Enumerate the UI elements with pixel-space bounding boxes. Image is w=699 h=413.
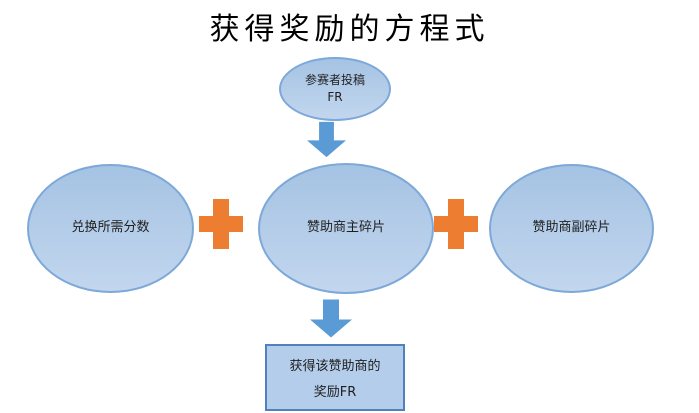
node-sponsor-main-fragment-label: 赞助商主碎片 — [306, 220, 385, 236]
node-sponsor-sub-fragment-label: 赞助商副碎片 — [532, 220, 611, 236]
node-reward-result-label-line1: 获得该赞助商的 — [289, 359, 381, 374]
node-sponsor-main-fragment: 赞助商主碎片 — [258, 163, 434, 294]
node-contestant-submission-label-line1: 参赛者投稿 — [304, 72, 365, 87]
node-sponsor-sub-fragment: 赞助商副碎片 — [489, 164, 654, 293]
node-exchange-points-label: 兑换所需分数 — [71, 220, 150, 236]
node-reward-result-label-line2: 奖励FR — [313, 385, 357, 400]
node-reward-result: 获得该赞助商的 奖励FR — [265, 344, 405, 411]
down-arrow-icon — [310, 299, 352, 338]
diagram-title: 获得奖励的方程式 — [209, 12, 490, 47]
plus-operator-icon — [199, 199, 243, 249]
node-contestant-submission-label-line2: FR — [327, 90, 343, 104]
down-arrow-icon — [307, 121, 346, 158]
node-exchange-points: 兑换所需分数 — [27, 164, 194, 293]
node-contestant-submission: 参赛者投稿 FR — [279, 57, 391, 121]
plus-operator-icon — [434, 199, 478, 249]
